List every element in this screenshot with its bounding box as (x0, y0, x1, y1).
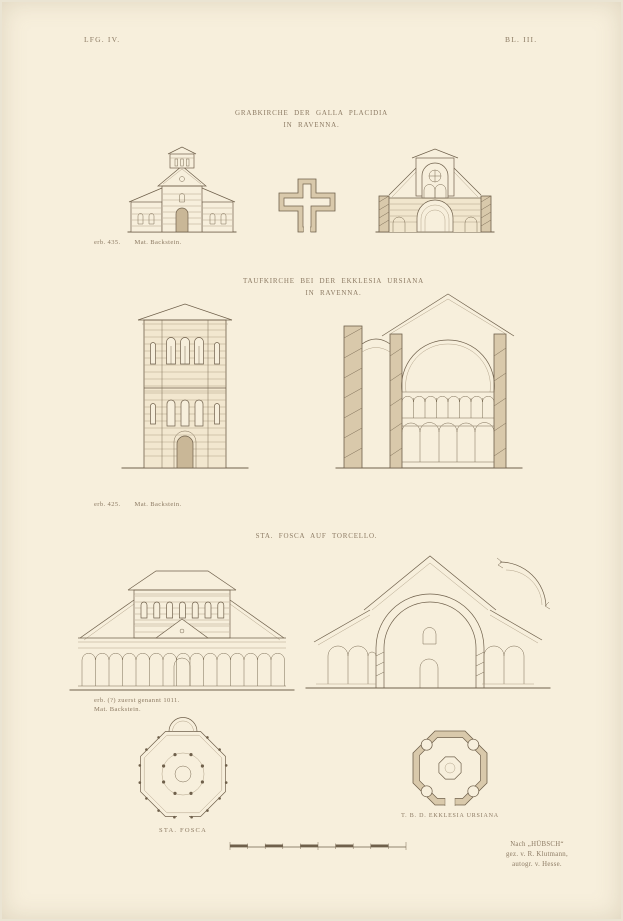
sta-fosca-plan-drawing (138, 717, 228, 819)
subtitle-galla-placidia: IN RAVENNA. (283, 121, 340, 129)
caption-taufkirche-built: erb. 425. (94, 501, 121, 508)
caption-fosca-material: Mat. Backstein. (94, 706, 141, 713)
ursiana-baptistery-section-drawing (335, 293, 523, 469)
caption-fosca-built: erb. (?) zuerst genannt 1011. (94, 697, 180, 704)
subtitle-taufkirche: IN RAVENNA. (305, 289, 362, 297)
plate-ref-left: LFG. IV. (84, 35, 121, 44)
plate-ref-right: BL. III. (505, 35, 538, 44)
title-taufkirche: TAUFKIRCHE BEI DER EKKLESIA URSIANA (243, 277, 424, 285)
caption-fosca: erb. (?) zuerst genannt 1011. Mat. Backs… (94, 697, 180, 713)
caption-galla-built: erb. 435. (94, 239, 121, 246)
credit-drawn-by: gez. v. R. Klutmann, (505, 851, 568, 859)
caption-taufkirche-material: Mat. Backstein. (134, 501, 182, 508)
sta-fosca-section-drawing (305, 555, 551, 689)
plan-label-sta-fosca: STA. FOSCA (159, 827, 207, 834)
title-sta-fosca: STA. FOSCA AUF TORCELLO. (255, 532, 378, 540)
credits: Nach „HÜBSCH“ gez. v. R. Klutmann, autog… (489, 840, 585, 871)
scale-bar (229, 842, 407, 850)
plan-label-ursiana: T. B. D. EKKLESIA URSIANA (401, 813, 499, 819)
credit-autographed-by: autogr. v. Hesse. (512, 861, 562, 869)
galla-placidia-section-drawing (375, 148, 495, 233)
caption-taufkirche: erb. 425. Mat. Backstein. (94, 501, 182, 508)
credit-source: Nach „HÜBSCH“ (510, 841, 564, 848)
galla-placidia-elevation-drawing (127, 146, 237, 233)
ursiana-baptistery-plan-drawing (412, 730, 488, 806)
caption-galla: erb. 435. Mat. Backstein. (94, 239, 182, 246)
caption-galla-material: Mat. Backstein. (134, 239, 182, 246)
sta-fosca-elevation-drawing (69, 570, 295, 691)
ursiana-baptistery-elevation-drawing (121, 303, 249, 469)
galla-placidia-plan-drawing (278, 178, 336, 233)
title-galla-placidia: GRABKIRCHE DER GALLA PLACIDIA (235, 109, 388, 117)
